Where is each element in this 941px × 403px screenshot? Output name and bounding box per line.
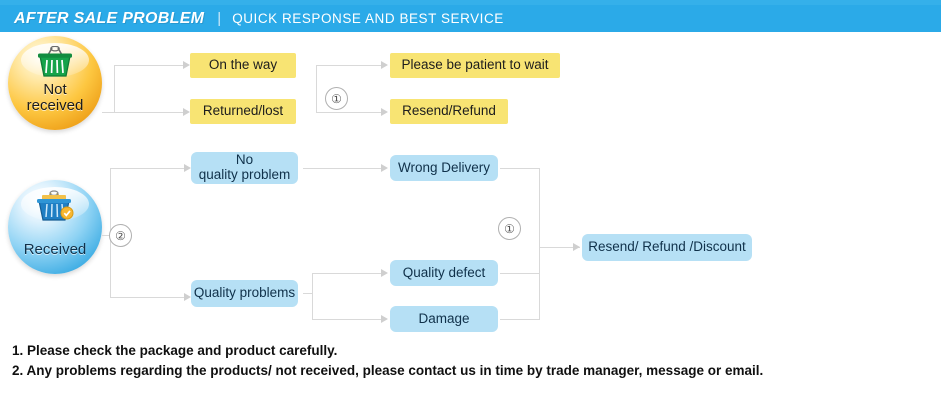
arrow-qp-to-qualitydefect xyxy=(381,269,388,277)
connector-nr-to-ontheway xyxy=(114,65,184,66)
connector-qualitydefect-merge xyxy=(500,273,540,274)
box-wrong-delivery-label: Wrong Delivery xyxy=(397,159,491,175)
connector-nr-res-bottom xyxy=(316,112,382,113)
box-quality-problems-label: Quality problems xyxy=(193,285,296,301)
arrow-nr-to-ontheway xyxy=(183,61,190,69)
connector-merge-to-resolution xyxy=(539,247,580,248)
arrow-nr-to-returned xyxy=(183,108,190,116)
marker-one-top-label: ① xyxy=(331,91,342,106)
arrow-rc-to-noquality xyxy=(184,164,191,172)
box-returned-lost-label: Returned/lost xyxy=(202,103,284,119)
arrow-noquality-to-wrongdelivery xyxy=(381,164,388,172)
box-please-be-patient: Please be patient to wait xyxy=(390,53,560,78)
connector-rc-stem xyxy=(102,235,111,236)
badge-not-received-label: Not received xyxy=(27,82,84,113)
connector-nr-res-top xyxy=(316,65,382,66)
arrow-rc-to-qualityproblems xyxy=(184,293,191,301)
box-no-quality-problem-line1: No xyxy=(235,152,254,168)
box-on-the-way-label: On the way xyxy=(208,57,278,73)
marker-one-top: ① xyxy=(325,87,348,110)
box-resend-refund-label: Resend/Refund xyxy=(402,103,496,119)
header-separator: | xyxy=(217,10,222,27)
connector-rc-to-qualityproblems xyxy=(110,297,185,298)
connector-wrongdelivery-merge xyxy=(500,168,540,169)
box-resend-refund-discount: Resend/ Refund /Discount xyxy=(582,234,752,261)
box-quality-defect: Quality defect xyxy=(390,260,498,286)
footer-note-2: 2. Any problems regarding the products/ … xyxy=(12,362,764,378)
connector-damage-merge xyxy=(500,319,540,320)
badge-label-line1: Not xyxy=(43,81,67,99)
badge-label-line2: received xyxy=(26,96,84,114)
box-damage: Damage xyxy=(390,306,498,332)
header-top-strip xyxy=(0,0,941,5)
box-quality-problems: Quality problems xyxy=(191,280,298,307)
badge-received: Received xyxy=(8,180,102,274)
box-please-be-patient-label: Please be patient to wait xyxy=(401,57,549,73)
marker-one-bottom-label: ① xyxy=(504,221,515,236)
shopping-basket-icon xyxy=(8,190,102,226)
shopping-basket-icon xyxy=(8,45,102,80)
header-banner: AFTER SALE PROBLEM | QUICK RESPONSE AND … xyxy=(0,5,941,32)
arrow-merge-to-resolution xyxy=(573,243,580,251)
box-damage-label: Damage xyxy=(418,310,470,326)
page-title: AFTER SALE PROBLEM xyxy=(14,9,205,27)
footer-notes: 1. Please check the package and product … xyxy=(12,341,922,380)
badge-received-label: Received xyxy=(23,240,87,258)
box-resend-refund-discount-label: Resend/ Refund /Discount xyxy=(588,239,746,255)
connector-merge-bar xyxy=(539,168,540,320)
marker-two-label: ② xyxy=(115,228,126,243)
flowchart-canvas: Not received On the way Returned/lost ① … xyxy=(0,32,941,337)
box-returned-lost: Returned/lost xyxy=(190,99,296,124)
arrow-to-patient-wait xyxy=(381,61,388,69)
connector-nr-res-vertical xyxy=(316,65,317,112)
marker-one-bottom: ① xyxy=(498,217,521,240)
connector-nr-vertical xyxy=(114,65,115,113)
box-on-the-way: On the way xyxy=(190,53,296,78)
header-subtitle: QUICK RESPONSE AND BEST SERVICE xyxy=(232,11,504,26)
box-no-quality-problem-line2: quality problem xyxy=(198,167,291,182)
badge-not-received: Not received xyxy=(8,36,102,130)
connector-nr-to-returned xyxy=(114,112,184,113)
box-resend-refund: Resend/Refund xyxy=(390,99,508,124)
connector-nr-stem xyxy=(102,112,114,113)
connector-qp-vertical xyxy=(312,273,313,319)
arrow-to-resend-refund xyxy=(381,108,388,116)
box-wrong-delivery: Wrong Delivery xyxy=(390,155,498,181)
footer-note-1: 1. Please check the package and product … xyxy=(12,343,338,358)
connector-qp-to-damage xyxy=(312,319,382,320)
box-no-quality-problem: No quality problem xyxy=(191,152,298,184)
connector-noquality-to-wrongdelivery xyxy=(303,168,382,169)
connector-qp-stem xyxy=(303,293,313,294)
box-quality-defect-label: Quality defect xyxy=(402,264,486,280)
connector-rc-to-noquality xyxy=(110,168,185,169)
marker-two: ② xyxy=(109,224,132,247)
arrow-qp-to-damage xyxy=(381,315,388,323)
connector-qp-to-qualitydefect xyxy=(312,273,382,274)
